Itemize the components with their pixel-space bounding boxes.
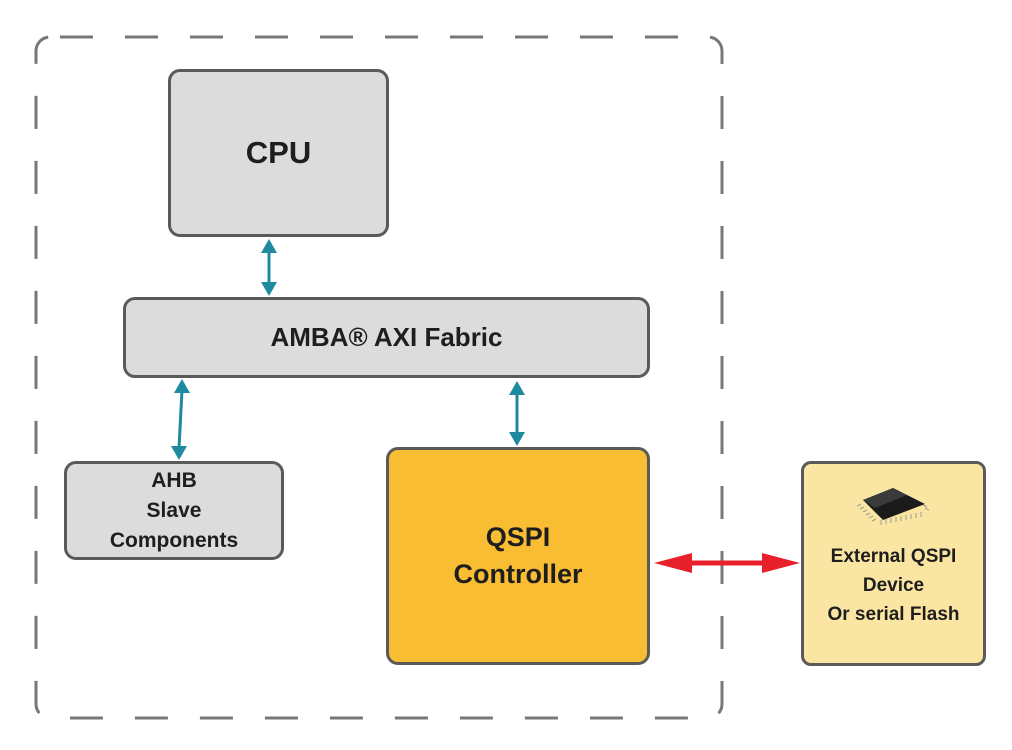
external-label-line-2: Device (862, 575, 925, 596)
chip-icon (856, 488, 929, 525)
ahb-label-line-3: Components (109, 528, 239, 552)
arrow-head-right (762, 553, 800, 573)
external-label-line-1: External QSPI (830, 546, 957, 567)
axi-ahb-connector (171, 379, 190, 460)
external-label-line-3: Or serial Flash (827, 604, 960, 625)
cpu-label: CPU (245, 135, 312, 170)
cpu-axi-connector (261, 239, 277, 296)
soc-boundary (34, 35, 724, 720)
axi-fabric-block: AMBA® AXI Fabric (123, 297, 650, 378)
axi-fabric-label: AMBA® AXI Fabric (270, 322, 503, 352)
arrow-head-down (171, 446, 187, 460)
arrow-head-down (261, 282, 277, 296)
qspi-controller-block: QSPI Controller (386, 447, 650, 665)
external-qspi-device-block: External QSPI Device Or serial Flash (801, 461, 986, 666)
qspi-label-line-1: QSPI (485, 522, 551, 552)
qspi-external-connector (654, 553, 800, 573)
arrow-head-up (509, 381, 525, 395)
arrow-head-down (509, 432, 525, 446)
arrow-head-up (261, 239, 277, 253)
ahb-label-line-1: AHB (151, 468, 197, 492)
ahb-slave-block: AHB Slave Components (64, 461, 284, 560)
arrow-head-left (654, 553, 692, 573)
qspi-label-line-2: Controller (453, 559, 583, 589)
arrow-head-up (174, 379, 190, 393)
cpu-block: CPU (168, 69, 389, 237)
axi-qspi-connector (509, 381, 525, 446)
ahb-label-line-2: Slave (146, 498, 202, 522)
